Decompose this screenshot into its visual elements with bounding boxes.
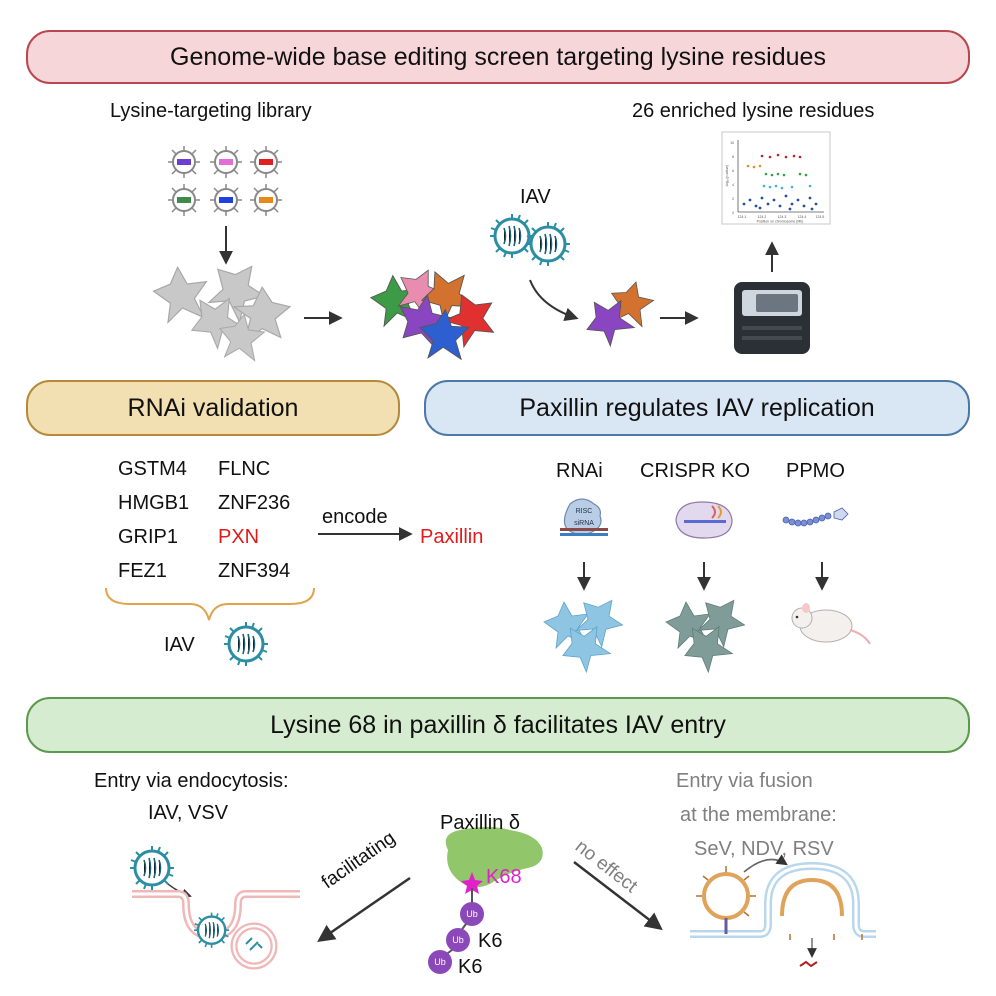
ub-circle-1 <box>460 902 484 926</box>
iav-virus-icon-endocytosis <box>128 844 176 892</box>
plot-ytick-4: 4 <box>732 183 734 187</box>
paxillin-blob <box>445 827 543 888</box>
method-crispr-label: CRISPR KO <box>640 460 751 482</box>
plot-ylabel: -log₁₀(p-value) <box>725 165 729 187</box>
plot-ytick-8: 8 <box>732 155 734 159</box>
banner-paxillin-regulates: Paxillin regulates IAV replication <box>424 380 970 436</box>
bracket-genes <box>105 587 315 621</box>
arrow-fusion <box>743 854 788 873</box>
plot-ytick-6: 6 <box>732 169 734 173</box>
enriched-label: 26 enriched lysine residues <box>632 100 875 122</box>
ppmo-icon <box>782 507 849 527</box>
method-ppmo-label: PPMO <box>786 460 845 482</box>
library-viruses <box>167 145 283 217</box>
gene-gstm4: GSTM4 <box>118 458 187 480</box>
k68-star-icon <box>461 872 483 894</box>
arrow-facilitating <box>317 876 411 942</box>
ub-label-3: Ub <box>434 957 446 967</box>
endocytosis-label-2: IAV, VSV <box>148 802 229 824</box>
plot-xtick-5: 124.5 <box>816 215 825 219</box>
encode-label: encode <box>322 506 388 528</box>
plot-xtick-1: 124.1 <box>738 215 747 219</box>
plot-xtick-4: 124.4 <box>798 215 807 219</box>
ub-circle-2 <box>446 928 470 952</box>
ub-label-1: Ub <box>466 909 478 919</box>
manhattan-plot: 10 8 6 4 2 0 124.1 124.2 124.3 124.4 124… <box>721 131 831 225</box>
plot-ytick-2: 2 <box>732 197 734 201</box>
iav-label-rnai: IAV <box>164 634 195 656</box>
gene-grip1: GRIP1 <box>118 526 179 548</box>
virion-spikes <box>696 866 863 940</box>
plot-ytick-0: 0 <box>732 211 734 215</box>
ub-circle-3 <box>428 950 452 974</box>
risc-icon: RISC siRNA <box>560 498 608 536</box>
crispr-cells <box>665 586 753 679</box>
k68-label: K68 <box>486 866 522 888</box>
plot-xlabel: Position on chromosome (Mb) <box>757 220 804 224</box>
iav-virus-icon-pit <box>192 911 231 949</box>
crispr-icon <box>675 501 733 539</box>
fusion-membrane <box>690 861 876 938</box>
surviving-cells <box>576 274 658 353</box>
banner-lysine68: Lysine 68 in paxillin δ facilitates IAV … <box>26 697 970 753</box>
risc-label: RISC <box>576 508 593 515</box>
plot-ytick-10: 10 <box>730 141 734 145</box>
iav-virus-icon-rnai <box>222 620 270 668</box>
arrow-iav-infection <box>529 279 579 322</box>
gene-znf236: ZNF236 <box>218 492 291 514</box>
gene-flnc: FLNC <box>218 458 271 480</box>
endocytosis-label-1: Entry via endocytosis: <box>94 770 289 792</box>
released-rnp <box>799 960 818 968</box>
gene-fez1: FEZ1 <box>118 560 167 582</box>
iav-label-screen: IAV <box>520 186 551 208</box>
fusion-label-3: SeV, NDV, RSV <box>694 838 834 860</box>
gene-pxn: PXN <box>218 526 260 548</box>
rnai-cells <box>543 586 631 679</box>
plot-xtick-2: 124.2 <box>758 215 767 219</box>
gene-znf394: ZNF394 <box>218 560 291 582</box>
method-rnai-label: RNAi <box>556 460 603 482</box>
iav-virus-icon-2 <box>524 220 572 268</box>
paxillin-delta-label: Paxillin δ <box>440 812 521 834</box>
paxillin-product-label: Paxillin <box>420 526 484 548</box>
ub-label-2: Ub <box>452 935 464 945</box>
fusion-label-1: Entry via fusion <box>676 770 813 792</box>
k6-label-2: K6 <box>458 956 483 978</box>
sirna-label: siRNA <box>574 520 594 527</box>
grey-cells <box>153 250 296 366</box>
edited-cells <box>370 259 506 365</box>
fusion-label-2: at the membrane: <box>680 804 837 826</box>
mouse-icon <box>791 603 871 645</box>
arrow-no-effect <box>573 861 663 931</box>
banner-screen: Genome-wide base editing screen targetin… <box>26 30 970 84</box>
k6-label-1: K6 <box>478 930 503 952</box>
sequencer-icon <box>734 282 810 354</box>
gene-hmgb1: HMGB1 <box>118 492 190 514</box>
released-genome <box>245 937 263 951</box>
banner-rnai-validation: RNAi validation <box>26 380 400 436</box>
plot-xtick-3: 124.3 <box>778 215 787 219</box>
library-label: Lysine-targeting library <box>110 100 312 122</box>
